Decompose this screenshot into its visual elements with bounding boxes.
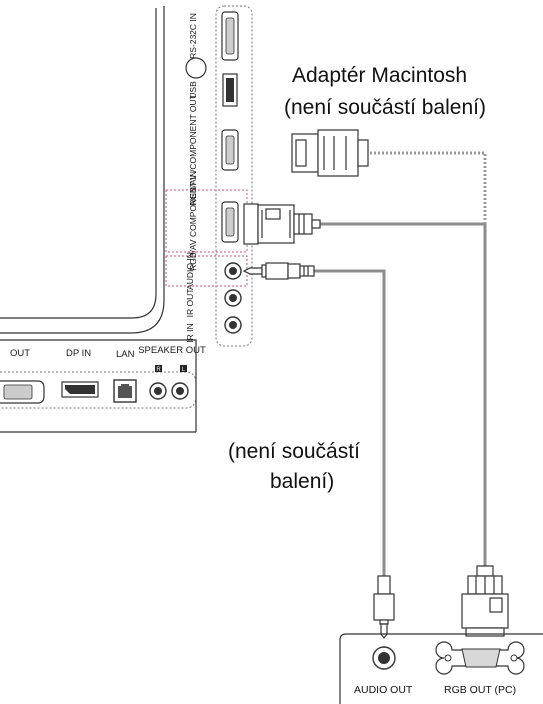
ir-out-jack-icon <box>224 289 242 307</box>
rgb-in-port-icon <box>221 201 239 243</box>
rgb-out-port-icon <box>221 129 239 171</box>
monitor-body <box>0 6 165 334</box>
mac-adapter-caption-line1: Adaptér Macintosh <box>292 64 468 87</box>
rs232c-port-icon <box>221 11 239 61</box>
label-rgb-component-out: RGB/AV /COMPONENT OUT <box>188 94 198 206</box>
rgb-plug-pc-icon <box>461 565 509 637</box>
label-dp-in: DP IN <box>66 348 91 359</box>
audio-plug-monitor-icon <box>242 262 315 280</box>
audio-out-jack-icon <box>372 646 396 670</box>
label-rgb-component-in: RGB/AV COMPONENT IN <box>188 171 198 271</box>
label-out: OUT <box>10 348 30 359</box>
dp-port-icon <box>61 381 99 398</box>
label-speaker-out: SPEAKER OUT <box>138 345 206 356</box>
label-usb: USB <box>188 81 198 99</box>
side-port-panel <box>215 5 253 347</box>
dvi-port-icon <box>0 380 45 404</box>
mac-adapter-icon <box>291 129 369 177</box>
audio-plug-pc-icon <box>373 575 395 639</box>
label-speaker-r: R <box>156 367 161 373</box>
audio-cable <box>313 269 386 578</box>
mac-adapter-caption-line2: (není součástí balení) <box>284 96 486 119</box>
rgb-plug-monitor-icon <box>243 203 321 245</box>
lan-port-icon <box>113 379 137 403</box>
label-rs232c-in: RS-232C IN <box>188 13 198 59</box>
label-lan: LAN <box>116 349 135 360</box>
pc-panel <box>339 633 543 704</box>
label-ir-out: IR OUT <box>185 289 195 318</box>
cables <box>313 151 487 578</box>
audio-in-jack-icon <box>224 262 242 280</box>
mac-adapter-cable <box>370 151 487 224</box>
label-ir-in: IR IN <box>185 323 195 342</box>
rgb-cable <box>318 222 487 568</box>
rgb-out-port-icon-pc <box>435 641 525 675</box>
ir-in-jack-icon <box>224 316 242 334</box>
cable-caption-line1: (není součástí <box>228 440 360 463</box>
speaker-channel-badges: R L <box>155 365 187 373</box>
label-audio-in: AUDIO IN <box>185 252 195 290</box>
bottom-port-panel <box>0 339 197 433</box>
cable-caption-line2: balení) <box>270 470 335 493</box>
speaker-out-jacks-icon <box>149 382 189 400</box>
audio-out-label: AUDIO OUT <box>354 684 413 696</box>
label-speaker-l: L <box>182 367 186 373</box>
rgb-out-pc-label: RGB OUT (PC) <box>444 684 517 696</box>
usb-port-icon <box>185 57 238 107</box>
